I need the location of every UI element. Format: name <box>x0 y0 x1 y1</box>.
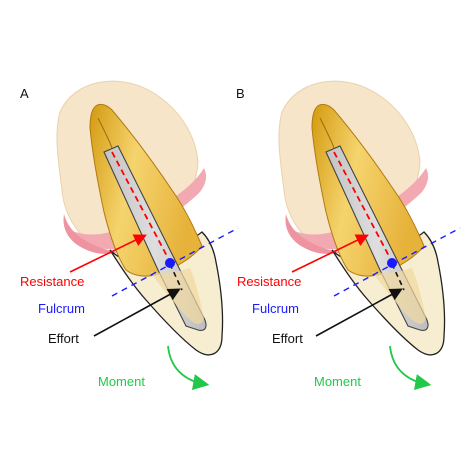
panel-a-fulcrum-label: Fulcrum <box>38 301 85 316</box>
panel-a-resistance-label: Resistance <box>20 274 84 289</box>
panel-b <box>279 81 460 384</box>
panel-a-moment-label: Moment <box>98 374 145 389</box>
panel-b-effort-label: Effort <box>272 331 303 346</box>
panel-a-effort-label: Effort <box>48 331 79 346</box>
panel-b-moment-label: Moment <box>314 374 361 389</box>
panel-b-resistance-label: Resistance <box>237 274 301 289</box>
panel-a-letter: A <box>20 86 29 101</box>
panel-b-letter: B <box>236 86 245 101</box>
panel-b-fulcrum-label: Fulcrum <box>252 301 299 316</box>
panel-a <box>57 81 238 384</box>
